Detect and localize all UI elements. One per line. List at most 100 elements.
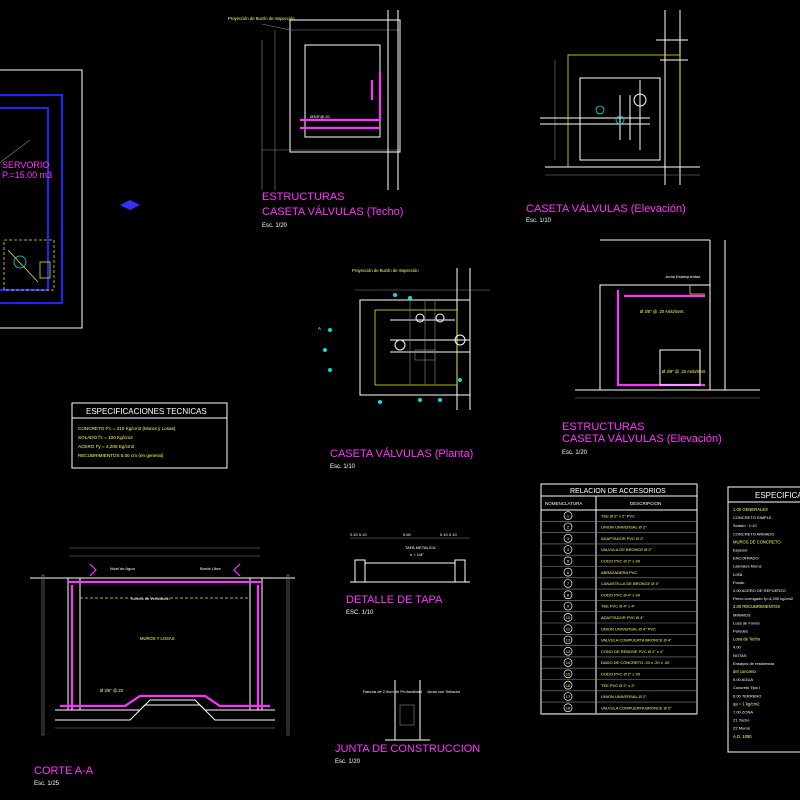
table-row-description: UNION UNIVERSAL Ø 4" PVC	[601, 626, 656, 631]
corte-scale: Esc. 1/25	[34, 781, 60, 787]
table-row-marker	[563, 680, 573, 690]
struct-title-line1: ESTRUCTURAS	[562, 421, 645, 433]
spec-line: Espesor	[733, 548, 748, 553]
struct-rebar-bottom: Ø 3/8" @ .20 Amb/Sent.	[662, 369, 707, 374]
table-row-marker	[563, 545, 573, 554]
table-row-number: 1	[567, 513, 570, 518]
accessories-col-description: DESCRIPCION	[630, 501, 661, 506]
reservoir-title: SERVORIO	[2, 160, 49, 170]
corte-note-rebar: Ø 3/8" @.20	[100, 688, 124, 693]
table-row-description: CODO PVC Ø 2" x 90	[601, 671, 641, 676]
spec-line: 6.00 TERRENO	[733, 693, 761, 698]
struct-callout-top: Junta Estanqueidad	[665, 274, 700, 279]
table-row-number: 5	[567, 558, 570, 563]
structural-elevation: Junta Estanqueidad Ø 3/8" @ .20 Amb/Sent…	[562, 239, 760, 456]
specs-right-title: ESPECIFICA	[755, 491, 800, 500]
table-row-number: 8	[567, 592, 570, 597]
spec-line: qa = 1 kg/cm2	[733, 701, 760, 706]
spec-line: Concreto Tipo I	[733, 685, 760, 690]
struct-scale: Esc. 1/20	[562, 450, 588, 456]
table-row-marker	[563, 658, 573, 667]
spec-line: CONCRETO ARMADO	[733, 531, 774, 536]
table-row-description: VALVULA DE BRONCE Ø 2"	[601, 547, 653, 552]
tapa-label: TAPA METALICA	[405, 545, 436, 550]
specs-box: ESPECIFICACIONES TECNICAS CONCRETO F'c =…	[71, 402, 228, 469]
struct-rebar-top: Ø 3/8" @ .20 Amb/Sent.	[640, 309, 685, 314]
roof-callout: Proyección de Buzón de Inspección	[228, 16, 295, 21]
spec-line: Paredes	[733, 629, 748, 634]
table-row-marker	[563, 635, 573, 645]
table-row-marker	[563, 646, 573, 656]
table-row-marker	[563, 612, 573, 622]
table-row-marker	[563, 692, 573, 701]
spec-line: NOTAS	[733, 653, 747, 658]
table-row-number: 6	[567, 570, 570, 575]
junta-title: JUNTA DE CONSTRUCCION	[335, 743, 480, 755]
spec-line: Z2 Muros	[733, 726, 750, 731]
table-row-marker	[563, 556, 573, 566]
table-row-number: 15	[566, 671, 571, 676]
tapa-title: DETALLE DE TAPA	[346, 594, 443, 606]
tapa-thickness: e = 1/8"	[410, 552, 424, 557]
table-row-number: 18	[566, 705, 571, 710]
table-row-number: 13	[566, 649, 571, 654]
table-row-number: 2	[567, 525, 570, 530]
roof-plan-detail: Ø3/8"@.20 Proyección de Buzón de Inspecc…	[228, 10, 403, 229]
tapa-scale: ESC. 1/10	[346, 610, 374, 616]
spec-line: Laterales Muros	[733, 564, 762, 569]
table-row-marker	[563, 579, 573, 588]
table-row-marker	[563, 601, 573, 611]
junta-note-right: Junta con Sellador	[427, 689, 461, 694]
section-a-a: Nivel de Agua Borde Libre Tubería de Ven…	[30, 547, 295, 787]
roof-title-line2: CASETA VÁLVULAS (Techo)	[262, 205, 403, 218]
tapa-dim-left: 0.10 0.10	[350, 532, 367, 537]
table-row-number: 12	[566, 638, 571, 643]
construction-joint: Ranura de 2.5cm de Profundidad Junta con…	[335, 680, 480, 765]
table-row-description: VALVULA COMPUERTA BRONCE Ø 2"	[601, 705, 672, 710]
table-row-description: ABRAZADERA PVC	[601, 570, 637, 575]
junta-note-left: Ranura de 2.5cm de Profundidad	[363, 689, 422, 694]
table-row-marker	[563, 511, 573, 521]
spec-line: del concreto	[733, 669, 756, 674]
table-row-number: 11	[566, 626, 571, 631]
roof-slab-label: Ø3/8"@.20	[310, 114, 330, 119]
corte-note-water-level: Nivel de Agua	[110, 566, 135, 571]
spec-line: 3.00 RECUBRIMIENTOS	[733, 604, 780, 609]
spec-line: CONCRETO SIMPLE	[733, 515, 772, 520]
table-row-number: 14	[566, 660, 571, 665]
spec-line: ENCOFRADO	[733, 556, 759, 561]
table-row-description: UNION UNIVERSAL Ø 2"	[601, 525, 647, 530]
north-arrow-icon	[120, 200, 140, 210]
spec-line: A.D. 1050	[733, 734, 752, 739]
table-row-marker	[563, 624, 573, 634]
corte-note-walls: MUROS Y LOSAS	[140, 636, 175, 641]
table-row-number: 16	[566, 683, 571, 688]
table-row-number: 10	[566, 615, 571, 620]
spec-line: Solado : 1:10	[733, 523, 757, 528]
table-row-number: 17	[566, 694, 571, 699]
table-row-description: UNION UNIVERSAL Ø 2"	[601, 694, 647, 699]
table-row-number: 9	[567, 604, 570, 609]
table-row-marker	[563, 522, 573, 532]
accessories-col-nomenclature: NOMENCLATURA	[545, 501, 582, 506]
accessories-title: RELACION DE ACCESORIOS	[570, 488, 666, 495]
roof-scale: Esc. 1/20	[262, 223, 288, 229]
table-row-description: CONO DE REBOSE PVC Ø 2" x 4"	[601, 649, 664, 654]
reservoir-plan: SERVORIO P.=15.00 m3	[0, 69, 140, 329]
corte-note-vent: Tubería de Ventilación	[130, 596, 170, 601]
spec-line: 2.00 ACERO DE REFUERZO	[733, 588, 786, 593]
plan-marker-a: A	[318, 326, 321, 331]
plan-title: CASETA VÁLVULAS (Planta)	[330, 447, 473, 460]
spec-line: 7.00 ZONA	[733, 710, 753, 715]
table-row-description: ADAPTADOR PVC Ø 4"	[601, 615, 644, 620]
tapa-dim-right: 0.10 0.10	[440, 532, 457, 537]
specs-row-solado: SOLADO f'c = 100 Kg/cm2	[78, 435, 133, 440]
specs-row-concreto: CONCRETO F'c = 210 Kg/cm2 (Muros y Losas…	[78, 426, 176, 431]
valve-house-elevation: CASETA VÁLVULAS (Elevación) Esc. 1/10	[526, 10, 700, 224]
elevation-title: CASETA VÁLVULAS (Elevación)	[526, 202, 686, 215]
table-row-description: CANASTILLA DE BRONCE Ø 4"	[601, 581, 660, 586]
specs-row-recubrimientos: RECUBRIMIENTOS 5.00 cm (en general)	[78, 453, 164, 458]
plan-callout: Proyección de Buzón de Inspección	[352, 268, 419, 273]
table-row-description: TEE PVC Ø 4" x 4"	[601, 604, 636, 609]
